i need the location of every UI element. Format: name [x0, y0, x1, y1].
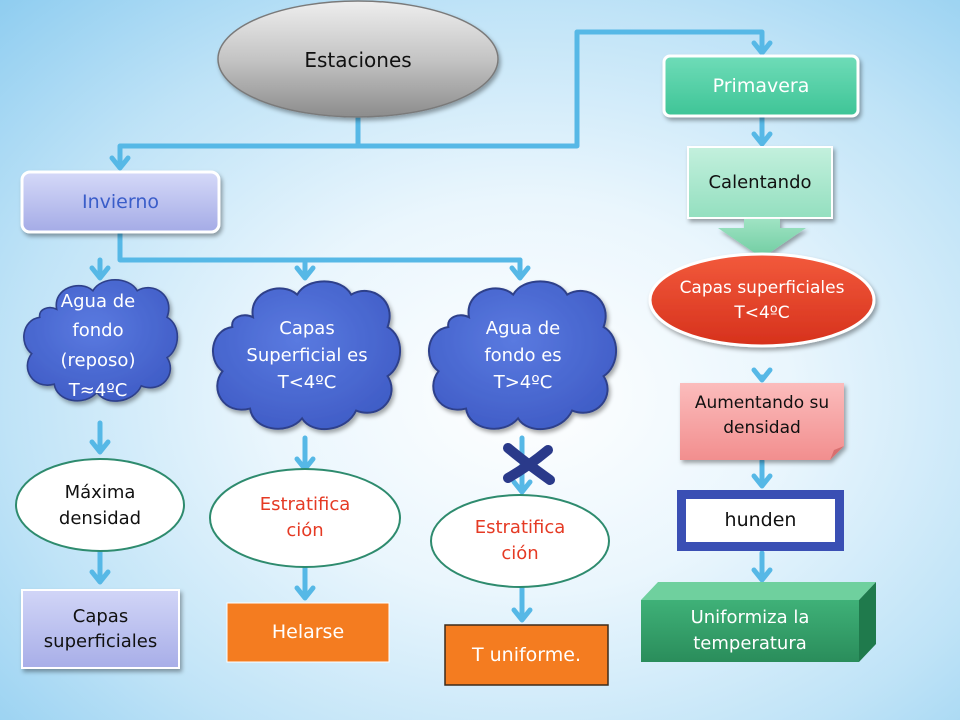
calentando-label: Calentando	[708, 172, 812, 193]
invierno-label: Invierno	[81, 190, 159, 213]
estratificacion-ellipse-1	[209, 468, 401, 568]
uniformiza-box-side	[859, 582, 876, 662]
calentando-box	[687, 146, 833, 219]
capas-red-ellipse	[648, 252, 876, 348]
uniformiza-box-top	[641, 582, 876, 600]
capas-superficiales-box	[21, 589, 180, 669]
estaciones-label: Estaciones	[304, 48, 412, 72]
aumentando-label: Aumentando su densidad	[694, 393, 830, 438]
uniformiza-box-front	[641, 600, 859, 662]
t-uniforme-box	[444, 624, 609, 686]
agua-fondo-mayor-label: Agua de fondo es T>4ºC	[484, 317, 562, 393]
estratificacion-label-2: Estratifica ción	[474, 516, 566, 564]
folded-corner-shape	[830, 446, 844, 460]
primavera-label: Primavera	[712, 74, 810, 97]
capas-red-label: Capas superficiales T<4ºC	[679, 277, 845, 324]
maxima-densidad-ellipse	[15, 458, 185, 552]
aumentando-box	[680, 383, 844, 460]
helarse-box	[226, 602, 390, 663]
x-mark-icon	[503, 443, 555, 485]
agua-fondo-reposo-label: Agua de fondo (reposo) T≈4ºC	[60, 290, 136, 401]
helarse-label: Helarse	[271, 621, 345, 644]
primavera-box	[662, 54, 860, 118]
hunden-inner	[686, 499, 835, 542]
estratificacion-label-1: Estratifica ción	[259, 493, 351, 541]
hunden-label: hunden	[724, 509, 797, 532]
uniformiza-label: Uniformiza la temperatura	[690, 606, 810, 654]
capas-superficiales-cloud-label: Capas Superficial es T<4ºC	[246, 317, 368, 393]
capas-superficiales-box-label: Capas superficiales	[43, 605, 158, 652]
estratificacion-ellipse-2	[430, 494, 610, 588]
estaciones-ellipse	[217, 0, 499, 118]
maxima-densidad-label: Máxima densidad	[58, 481, 142, 529]
invierno-box	[20, 170, 221, 234]
t-uniforme-label: T uniforme.	[471, 643, 582, 666]
down-arrow-shape	[718, 219, 806, 258]
